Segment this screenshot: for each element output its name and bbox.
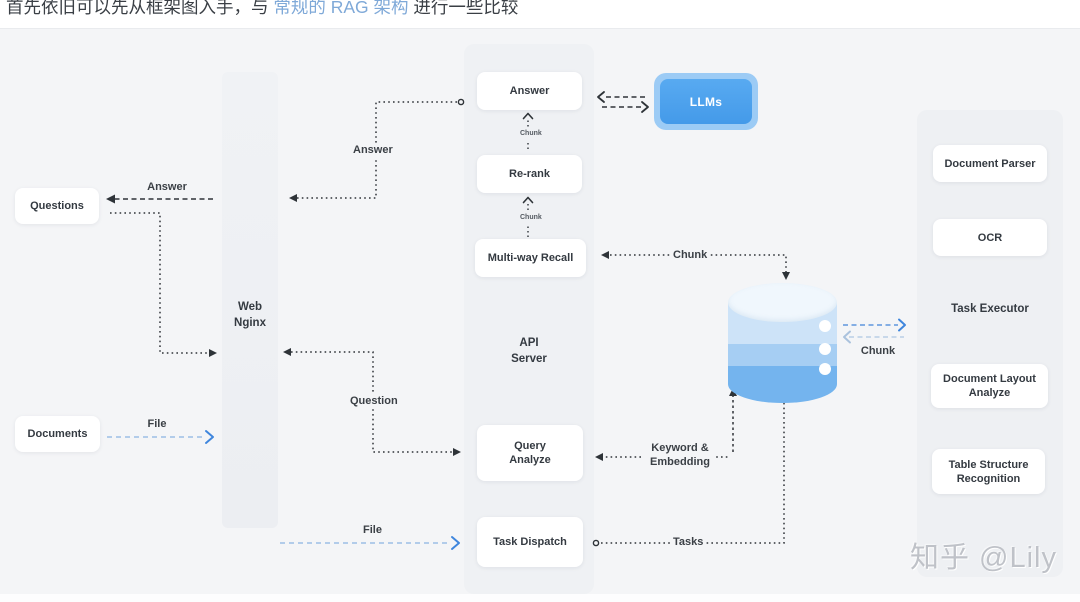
node-task-dispatch: Task Dispatch	[477, 517, 583, 567]
edge-label-answer-out: Answer	[350, 143, 396, 157]
web-nginx-column	[222, 72, 278, 528]
web-nginx-label: Web Nginx	[234, 301, 266, 329]
edge-label-chunk-store: Chunk	[860, 345, 896, 357]
node-questions: Questions	[15, 188, 99, 224]
zhihu-watermark: 知乎 @Lily	[909, 542, 1057, 574]
edge-label-keyword-embedding: Keyword & Embedding	[644, 441, 716, 469]
edge-label-chunk-to-answer: Chunk	[518, 127, 544, 141]
node-document-layout-analyze: Document Layout Analyze	[931, 364, 1048, 408]
title-link-rag[interactable]: 常规的 RAG 架构	[273, 0, 409, 17]
database-cylinder-top	[728, 283, 837, 322]
database-dot	[819, 363, 831, 375]
node-llms: LLMs	[654, 73, 758, 130]
edge-label-file-in: File	[147, 418, 167, 430]
database-dot	[819, 320, 831, 332]
edge-label-chunk-recall: Chunk	[670, 248, 711, 262]
node-answer: Answer	[477, 72, 582, 110]
node-document-parser: Document Parser	[933, 145, 1047, 182]
node-multiway-recall: Multi-way Recall	[475, 239, 586, 277]
task-executor-label: Task Executor	[951, 303, 1029, 315]
node-table-structure-recognition: Table Structure Recognition	[932, 449, 1045, 494]
edge-label-answer-return: Answer	[147, 181, 187, 193]
database-dot	[819, 343, 831, 355]
node-documents: Documents	[15, 416, 100, 452]
title-text-prefix: 首先依旧可以先从框架图入手，与	[6, 0, 274, 17]
node-rerank: Re-rank	[477, 155, 582, 193]
edge-label-question: Question	[347, 394, 401, 408]
page-title: 首先依旧可以先从框架图入手，与 常规的 RAG 架构 进行一些比较	[6, 0, 518, 19]
edge-label-file-forward: File	[360, 523, 385, 537]
edge-label-tasks: Tasks	[670, 535, 707, 549]
node-query-analyze: Query Analyze	[477, 425, 583, 481]
title-text-suffix: 进行一些比较	[408, 0, 519, 17]
api-server-label: API Server	[511, 337, 547, 365]
task-executor-column	[917, 110, 1063, 577]
node-ocr: OCR	[933, 219, 1047, 256]
edge-label-chunk-to-rerank: Chunk	[518, 211, 544, 225]
bottom-strip	[0, 594, 1080, 602]
